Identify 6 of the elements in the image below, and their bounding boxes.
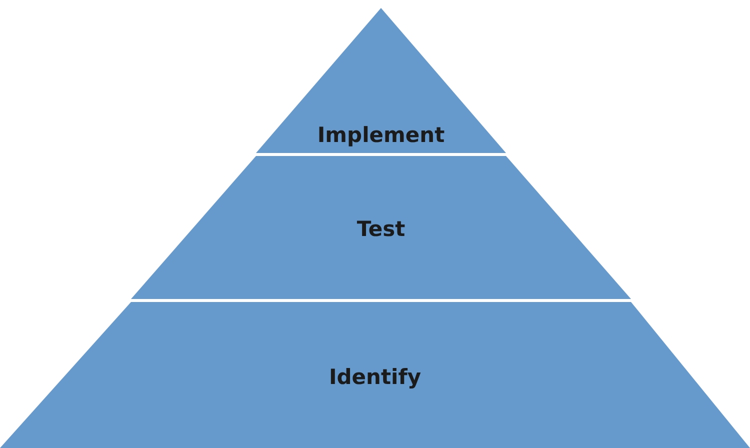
- tier-label: Identify: [328, 365, 422, 389]
- pyramid-tier: [256, 8, 506, 153]
- tier-label: Implement: [317, 123, 445, 147]
- pyramid-tier: [131, 156, 631, 299]
- tier-label: Test: [356, 217, 406, 241]
- pyramid-tier: [0, 302, 750, 448]
